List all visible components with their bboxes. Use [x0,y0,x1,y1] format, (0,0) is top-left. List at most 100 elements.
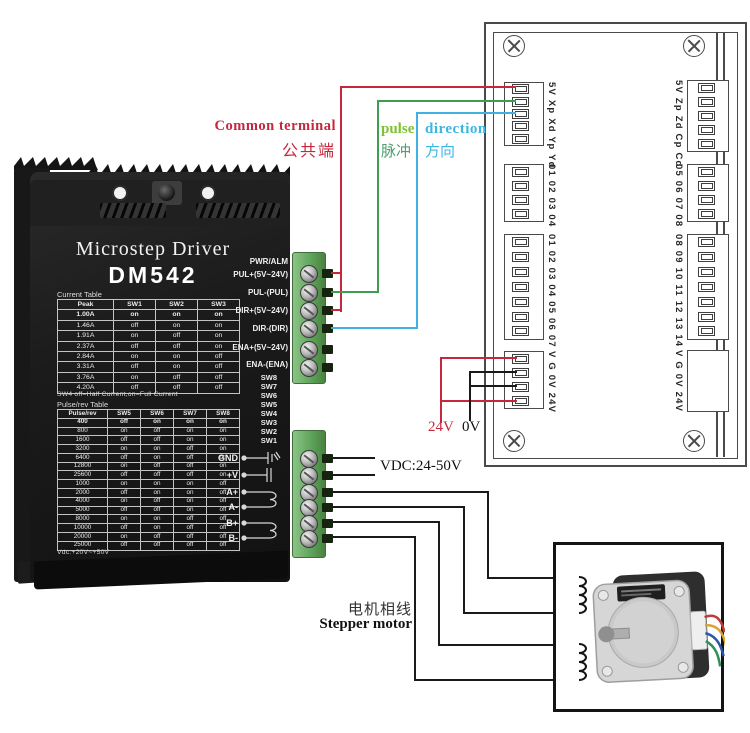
terminal-pin [322,534,333,543]
table-cell: 20000 [57,531,108,542]
table-cell: off [173,444,207,454]
wire-a-minus-v [463,506,465,614]
table-cell: on [113,351,156,363]
table-cell: 1000 [57,479,108,490]
wire-0v-to-g-pin [469,371,517,373]
terminal-pin [322,363,333,372]
label-ena-minus: ENA-(ENA) [246,360,288,369]
table-cell: off [197,351,240,363]
table-cell: Pulse/rev [57,409,108,419]
table-cell: on [107,461,141,472]
wire-b-minus-in [414,679,581,681]
stepper-motor-image [592,571,725,683]
current-table-title: Current Table [57,290,102,299]
terminal-screw-icon [300,530,318,548]
table-cell: on [173,479,207,490]
terminal-label: 01 02 03 04 [546,164,557,228]
terminal-pin [322,519,333,528]
label-pul-plus: PUL+(5V~24V) [233,270,288,279]
table-cell: SW2 [155,298,198,311]
table-cell: on [107,426,141,437]
table-cell: on [197,330,240,342]
table-cell: 6400 [57,452,108,463]
terminal-label: 5V Zp Zd Cp Cd [673,80,684,168]
table-cell: on [173,488,207,498]
table-cell: off [197,371,240,384]
terminal-screw-icon [300,284,318,302]
terminal-pin [698,111,715,121]
wire-24v-to-v-pin [440,357,517,359]
terminal-pin [512,296,529,307]
terminal-pin [512,354,529,364]
table-cell: Peak [57,298,114,311]
wire-b-plus-in [438,644,581,646]
table-cell: 3.76A [57,371,114,384]
board-screw-icon [683,430,705,452]
terminal-pin [512,252,529,263]
terminal-label: V G 0V 24V [546,351,557,414]
table-cell: off [140,470,174,481]
table-cell: off [173,461,207,472]
table-cell: off [197,382,240,394]
vdc-note: Vdc:+20V~+50V [57,549,110,556]
wire-direction-stub [331,327,418,329]
wire-pulse-h [377,100,516,102]
terminal-pin [512,267,529,278]
terminal-pin [322,345,333,354]
table-cell: off [140,426,174,437]
terminal-pin [698,195,715,205]
wire-a-plus-v [487,491,489,579]
phase-coil-icons [578,576,587,681]
terminal-pin [698,267,715,278]
driver-top-screw-icon [152,181,182,205]
table-cell: on [197,319,240,332]
wire-a-plus-h [333,491,489,493]
table-cell: 1600 [57,435,108,446]
table-cell: 1.00A [57,309,114,321]
label-sw4: SW4 [260,409,277,418]
wire-direction-h [416,112,516,114]
terminal-screw-icon [300,467,318,485]
terminal-pin [698,181,715,191]
wire-vdc-plus [333,474,375,476]
table-cell: off [107,540,141,551]
direction-label-en: direction [425,121,487,137]
terminal-block-xy [504,82,544,146]
table-cell: off [206,540,240,551]
common-terminal-label-en: Common terminal [214,118,336,134]
table-cell: SW1 [113,298,156,311]
pulse-label-en: pulse [381,121,415,137]
terminal-label: V G 0V 24V [673,350,684,413]
label-sw5: SW5 [260,400,277,409]
terminal-pin [512,209,529,219]
table-cell: 800 [57,426,108,437]
wire-0v-to-0v-pin [469,385,517,387]
label-sw1: SW1 [260,436,277,445]
table-cell: off [173,531,207,542]
terminal-block-in-1-7 [504,234,544,340]
label-dir-plus: DIR+(5V~24V) [235,306,288,315]
table-cell: off [140,496,174,507]
wire-24v-to-24v-pin [440,400,517,402]
terminal-screw-icon [300,450,318,468]
table-cell: off [113,361,156,373]
label-sw2: SW2 [260,427,277,436]
terminal-pin [698,237,715,248]
terminal-screw-icon [300,320,318,338]
label-gnd: GND [218,453,238,463]
table-cell: on [140,452,174,463]
table-cell: on [113,330,156,342]
terminal-pin [698,167,715,177]
driver-title: Microstep Driver [75,238,231,260]
table-cell: on [155,309,198,321]
table-cell: on [107,444,141,454]
label-dir-minus: DIR-(DIR) [252,324,288,333]
